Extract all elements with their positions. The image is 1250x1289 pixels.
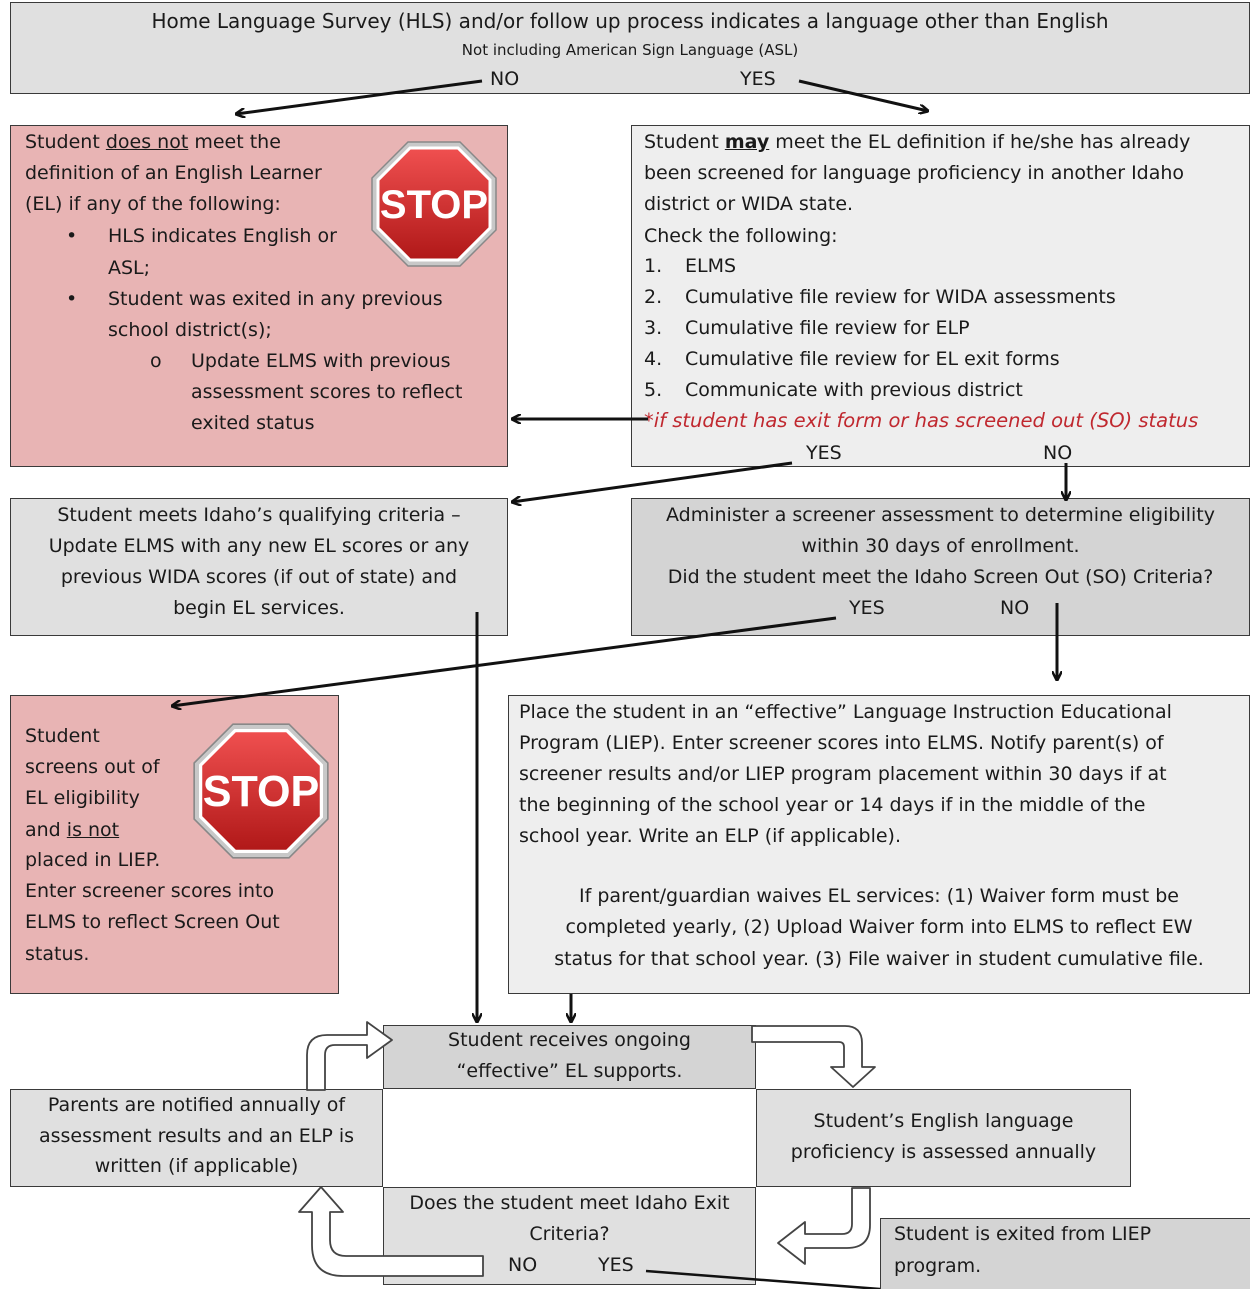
check-item-num: 2.	[644, 286, 663, 308]
arrow-yes-to-may-el	[798, 79, 928, 111]
screener-line2: within 30 days of enrollment.	[801, 535, 1080, 557]
check-item-num: 4.	[644, 348, 663, 370]
exit-form-note: *if student has exit form or has screene…	[644, 409, 1199, 432]
screener-no: NO	[1000, 597, 1030, 619]
check-item-num: 1.	[644, 255, 663, 277]
place-line3: screener results and/or LIEP program pla…	[519, 763, 1167, 785]
sub-bullet-glyph: o	[150, 350, 162, 372]
hls-yes-label: YES	[740, 68, 776, 90]
screens-out-line7: ELMS to reflect Screen Out	[25, 911, 280, 933]
exit-q-yes: YES	[598, 1254, 634, 1276]
check-item-text: Cumulative file review for EL exit forms	[685, 348, 1060, 370]
assessed-line1: Student’s English language	[813, 1110, 1074, 1132]
stop-sign-icon: STOP	[193, 723, 329, 859]
may-el-line1: Student may meet the EL definition if he…	[644, 131, 1191, 153]
place-line4: the beginning of the school year or 14 d…	[519, 794, 1146, 816]
not-el-line1: Student does not meet the	[25, 131, 281, 153]
not-el-line3: (EL) if any of the following:	[25, 193, 281, 215]
curved-arrow-ongoing-to-assessed	[751, 1025, 876, 1088]
bullet-glyph: •	[66, 288, 78, 310]
may-el-line3: district or WIDA state.	[644, 193, 854, 215]
screens-out-line4: and is not	[25, 819, 120, 841]
stop-sign-label: STOP	[203, 768, 320, 816]
bullet2-line1: Student was exited in any previous	[108, 288, 443, 310]
screens-out-line3: EL eligibility	[25, 787, 140, 809]
hls-subtitle: Not including American Sign Language (AS…	[461, 41, 799, 59]
stop-sign-icon: STOP	[371, 141, 497, 267]
arrow-yes-to-meets	[512, 461, 793, 502]
assessed-annually-box	[756, 1089, 1131, 1187]
waiver-line3: status for that school year. (3) File wa…	[554, 948, 1204, 970]
not-el-line2: definition of an English Learner	[25, 162, 322, 184]
place-line2: Program (LIEP). Enter screener scores in…	[519, 732, 1164, 754]
arrow-yes-to-exited	[645, 1269, 881, 1289]
exited-box	[880, 1218, 1250, 1289]
bullet1-line1: HLS indicates English or	[108, 225, 337, 247]
bullet2-line2: school district(s);	[108, 319, 272, 341]
sub-bullet-line3: exited status	[191, 412, 315, 434]
ongoing-line2: “effective” EL supports.	[456, 1060, 683, 1082]
may-el-no: NO	[1043, 442, 1073, 464]
check-item-text: Cumulative file review for ELP	[685, 317, 970, 339]
meets-line1: Student meets Idaho’s qualifying criteri…	[57, 504, 461, 526]
waiver-line1: If parent/guardian waives EL services: (…	[579, 885, 1179, 907]
exit-q-no: NO	[508, 1254, 538, 1276]
check-item-num: 5.	[644, 379, 663, 401]
meets-line2: Update ELMS with any new EL scores or an…	[48, 535, 470, 557]
meets-line4: begin EL services.	[173, 597, 345, 619]
place-liep-box	[508, 695, 1250, 994]
curved-arrow-exit-to-parents	[298, 1186, 484, 1277]
exit-q-line1: Does the student meet Idaho Exit	[409, 1192, 730, 1214]
check-item-text: ELMS	[685, 255, 737, 277]
bullet1-line2: ASL;	[108, 257, 151, 279]
may-el-line2: been screened for language proficiency i…	[644, 162, 1185, 184]
bullet-glyph: •	[66, 225, 78, 247]
may-el-yes: YES	[806, 442, 842, 464]
ongoing-supports-box	[383, 1025, 756, 1089]
assessed-line2: proficiency is assessed annually	[790, 1141, 1097, 1163]
screener-box	[631, 498, 1250, 636]
ongoing-line1: Student receives ongoing	[448, 1029, 691, 1051]
hls-box	[10, 2, 1250, 94]
check-item-text: Communicate with previous district	[685, 379, 1023, 401]
arrow-no-to-not-el	[236, 79, 483, 114]
screens-out-line6: Enter screener scores into	[25, 880, 275, 902]
may-el-line4: Check the following:	[644, 225, 838, 247]
curved-arrow-assessed-to-exit	[777, 1187, 871, 1265]
meets-line3: previous WIDA scores (if out of state) a…	[60, 566, 458, 588]
check-item-num: 3.	[644, 317, 663, 339]
place-line1: Place the student in an “effective” Lang…	[519, 701, 1172, 723]
screens-out-line1: Student	[25, 725, 100, 747]
check-item-text: Cumulative file review for WIDA assessme…	[685, 286, 1116, 308]
meets-criteria-box	[10, 498, 508, 636]
parents-line3: written (if applicable)	[94, 1155, 299, 1177]
hls-no-label: NO	[490, 68, 520, 90]
waiver-line2: completed yearly, (2) Upload Waiver form…	[565, 916, 1193, 938]
stop-sign-label: STOP	[380, 183, 488, 227]
screener-yes: YES	[849, 597, 885, 619]
sub-bullet-line2: assessment scores to reflect	[191, 381, 463, 403]
exited-line1: Student is exited from LIEP	[894, 1223, 1152, 1245]
exit-q-line2: Criteria?	[529, 1223, 610, 1245]
parents-line2: assessment results and an ELP is	[38, 1125, 355, 1147]
arrow-yes-to-screens-out	[172, 616, 837, 706]
screens-out-line5: placed in LIEP.	[25, 849, 161, 871]
exited-line2: program.	[894, 1255, 982, 1277]
parents-notified-box	[10, 1089, 383, 1187]
screener-line1: Administer a screener assessment to dete…	[666, 504, 1215, 526]
screens-out-line8: status.	[25, 943, 90, 965]
may-el-box	[631, 125, 1250, 467]
curved-arrow-parents-to-ongoing	[306, 1021, 393, 1091]
screens-out-line2: screens out of	[25, 756, 160, 778]
place-line5: school year. Write an ELP (if applicable…	[519, 825, 902, 847]
hls-title: Home Language Survey (HLS) and/or follow…	[151, 9, 1109, 33]
parents-line1: Parents are notified annually of	[47, 1094, 346, 1116]
sub-bullet-line1: Update ELMS with previous	[191, 350, 451, 372]
screener-line3: Did the student meet the Idaho Screen Ou…	[667, 566, 1214, 588]
